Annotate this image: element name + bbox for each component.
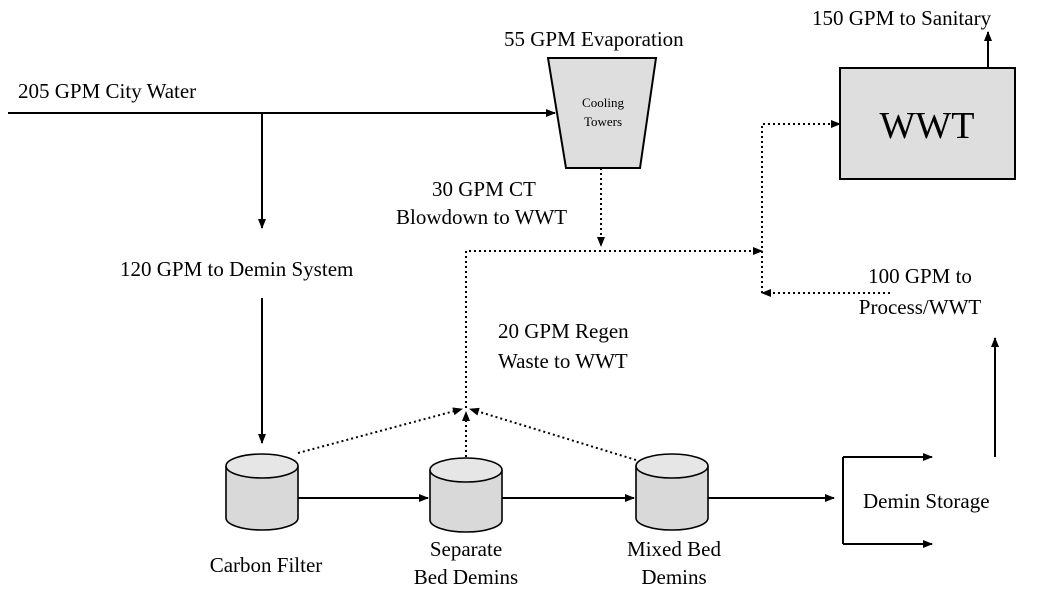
carbon-filter-tank [225,453,299,531]
cooling-towers-label-2: Towers [584,114,622,129]
carbon-filter-regen-line [297,407,463,454]
wwt-box [839,67,1016,180]
evaporation-label: 55 GPM Evaporation [504,27,684,51]
to-process-label-2: Process/WWT [859,295,982,319]
cooling-towers-label-1: Cooling [582,95,624,110]
wwt-label: WWT [880,105,975,147]
ct-blowdown-label-1: 30 GPM CT [432,177,536,201]
mixed-bed-label-1: Mixed Bed [627,537,721,561]
separate-bed-label-2: Bed Demins [414,565,518,589]
demin-storage-label: Demin Storage [863,489,990,513]
to-sanitary-label: 150 GPM to Sanitary [812,6,992,30]
to-process-label-1: 100 GPM to [868,264,972,288]
mixed-bed-demins-tank [635,453,709,531]
carbon-filter-label: Carbon Filter [210,553,323,577]
ct-blowdown-label-2: Blowdown to WWT [396,205,567,229]
mixed-bed-regen-line [469,407,637,461]
separate-bed-label-1: Separate [430,537,502,561]
mixed-bed-label-2: Demins [641,565,706,589]
city-water-label: 205 GPM City Water [18,79,196,103]
separate-bed-demins-tank [429,457,503,533]
cooling-towers [546,57,658,169]
waste-collector-line [465,247,763,408]
regen-label-2: Waste to WWT [498,349,628,373]
regen-label-1: 20 GPM Regen [498,319,629,343]
to-wwt-line [761,120,841,293]
to-demin-label: 120 GPM to Demin System [120,257,353,281]
